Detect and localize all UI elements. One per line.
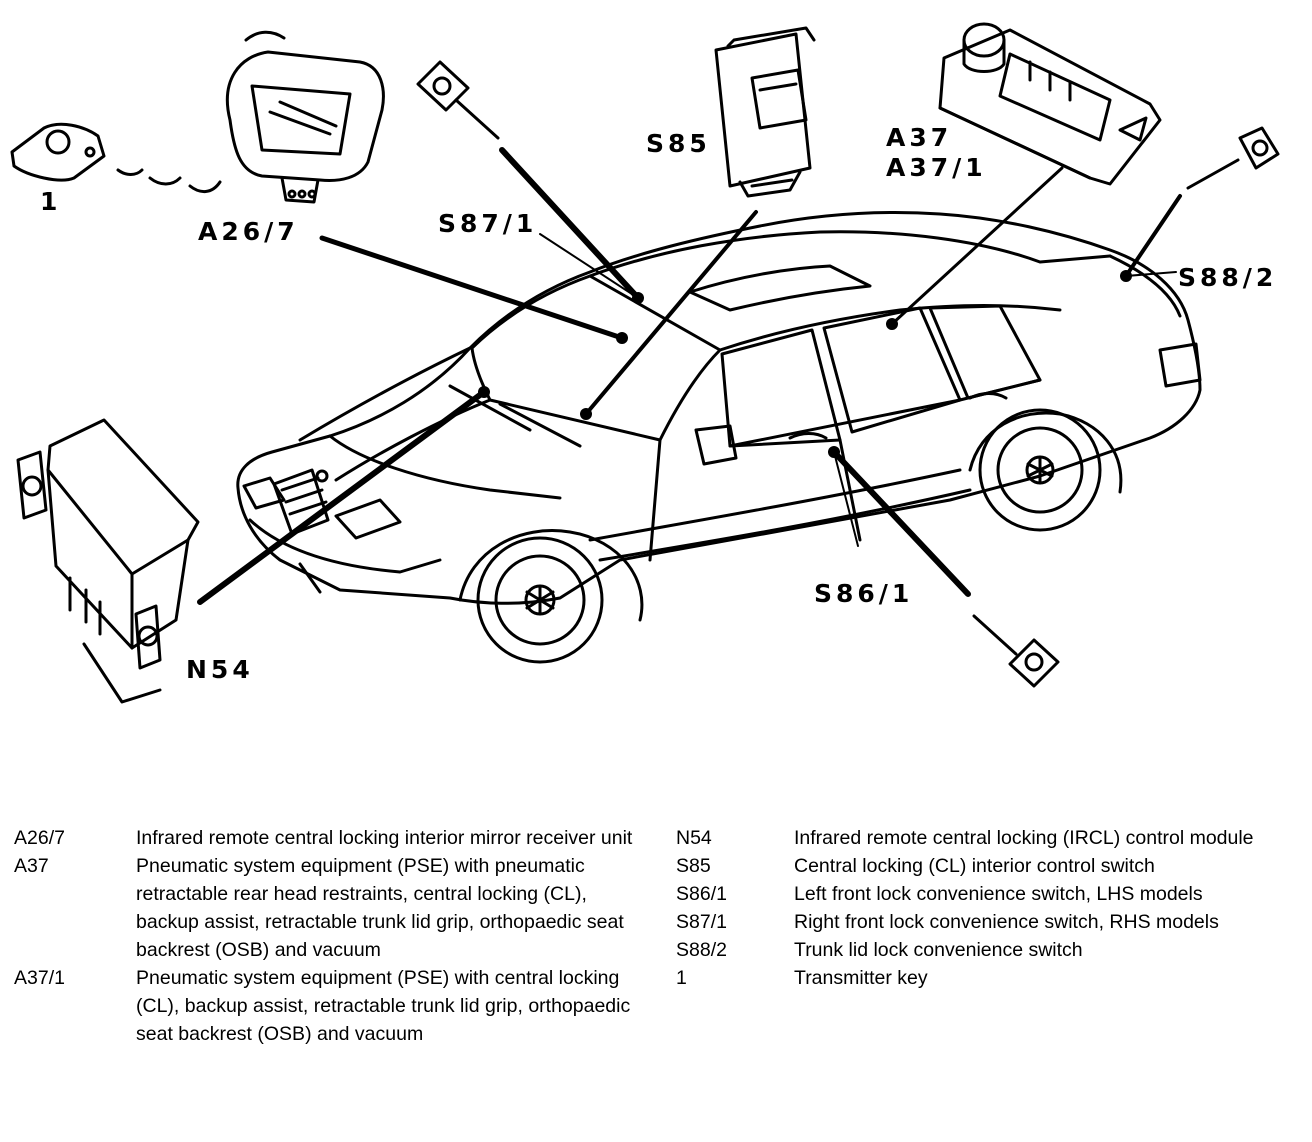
legend-description: Infrared remote central locking interior… (136, 827, 633, 849)
legend-item: A26/7 Infrared remote central locking in… (14, 824, 646, 852)
control-module-icon (16, 418, 200, 704)
legend-item: A37 Pneumatic system equipment (PSE) wit… (14, 852, 646, 964)
legend-item: S86/1 Left front lock convenience switch… (676, 880, 1312, 908)
door-key-icon (972, 614, 1060, 688)
callout-label-a37-1: A37/1 (886, 153, 987, 182)
legend: A26/7 Infrared remote central locking in… (0, 824, 1312, 1142)
callout-dot-s87-1 (632, 292, 644, 304)
legend-description: Central locking (CL) interior control sw… (794, 855, 1155, 877)
legend-code: S88/2 (676, 939, 727, 961)
legend-description: Pneumatic system equipment (PSE) with pn… (136, 855, 624, 961)
legend-code: N54 (676, 827, 712, 849)
legend-description: Right front lock convenience switch, RHS… (794, 911, 1219, 933)
headlight-icon (334, 498, 402, 540)
callout-label-n54: N54 (186, 655, 254, 684)
side-mirror-icon (694, 424, 738, 466)
legend-description: Pneumatic system equipment (PSE) with ce… (136, 967, 631, 1045)
legend-right-column: N54 Infrared remote central locking (IRC… (676, 824, 1312, 992)
legend-item: N54 Infrared remote central locking (IRC… (676, 824, 1312, 852)
callout-dot-s85 (580, 408, 592, 420)
legend-code: S87/1 (676, 911, 727, 933)
component-location-diagram: 1 A26/7 S87/1 S85 A37 A37/1 S88/2 S86/1 … (10, 22, 1280, 704)
callout-label-s88-2: S88/2 (1178, 263, 1277, 292)
legend-description: Trunk lid lock convenience switch (794, 939, 1083, 961)
trunk-key-icon (1186, 126, 1280, 190)
leader-s86-1 (831, 449, 971, 597)
leader-s87-1-tail (539, 233, 639, 299)
legend-item: 1 Transmitter key (676, 964, 1312, 992)
callout-dot-s86-1 (828, 446, 840, 458)
leader-s86-1-tail (833, 451, 859, 547)
legend-description: Left front lock convenience switch, LHS … (794, 883, 1203, 905)
legend-description: Transmitter key (794, 967, 928, 989)
leader-a37 (890, 166, 1064, 326)
callout-label-s86-1: S86/1 (814, 579, 913, 608)
callout-dot-a26-7 (616, 332, 628, 344)
hood-star-icon (315, 469, 329, 483)
callout-label-a26-7: A26/7 (198, 217, 299, 246)
legend-item: S87/1 Right front lock convenience switc… (676, 908, 1312, 936)
legend-code: S86/1 (676, 883, 727, 905)
callout-dot-n54 (478, 386, 490, 398)
key-icon (416, 60, 500, 140)
pneumatic-pump-icon (938, 22, 1162, 186)
legend-left-column: A26/7 Infrared remote central locking in… (14, 824, 646, 1048)
leader-s85 (584, 210, 758, 416)
callout-label-a37: A37 (886, 123, 952, 152)
legend-item: S85 Central locking (CL) interior contro… (676, 852, 1312, 880)
leader-n54 (197, 389, 487, 605)
legend-code: A37 (14, 855, 49, 877)
leader-s88-2-tail (1125, 271, 1177, 277)
legend-description: Infrared remote central locking (IRCL) c… (794, 827, 1254, 849)
car-illustration (236, 211, 1202, 664)
legend-code: 1 (676, 967, 687, 989)
callout-label-s87-1: S87/1 (438, 209, 537, 238)
callout-dot-a37 (886, 318, 898, 330)
legend-code: A26/7 (14, 827, 65, 849)
leader-s88-2 (1124, 194, 1182, 278)
front-wheel-icon (458, 529, 644, 664)
transmitter-key-icon (10, 122, 222, 193)
legend-code: S85 (676, 855, 711, 877)
callout-label-1: 1 (40, 187, 61, 216)
callout-dot-s88-2 (1120, 270, 1132, 282)
interior-mirror-receiver-icon (225, 30, 385, 204)
legend-item: A37/1 Pneumatic system equipment (PSE) w… (14, 964, 646, 1048)
interior-control-switch-icon (714, 26, 816, 198)
grille-icon (272, 468, 330, 536)
rear-wheel-icon (968, 408, 1123, 532)
callout-label-s85: S85 (646, 129, 711, 158)
leader-s87-1 (499, 147, 641, 301)
legend-item: S88/2 Trunk lid lock convenience switch (676, 936, 1312, 964)
leader-a26-7 (319, 235, 625, 341)
legend-code: A37/1 (14, 967, 65, 989)
